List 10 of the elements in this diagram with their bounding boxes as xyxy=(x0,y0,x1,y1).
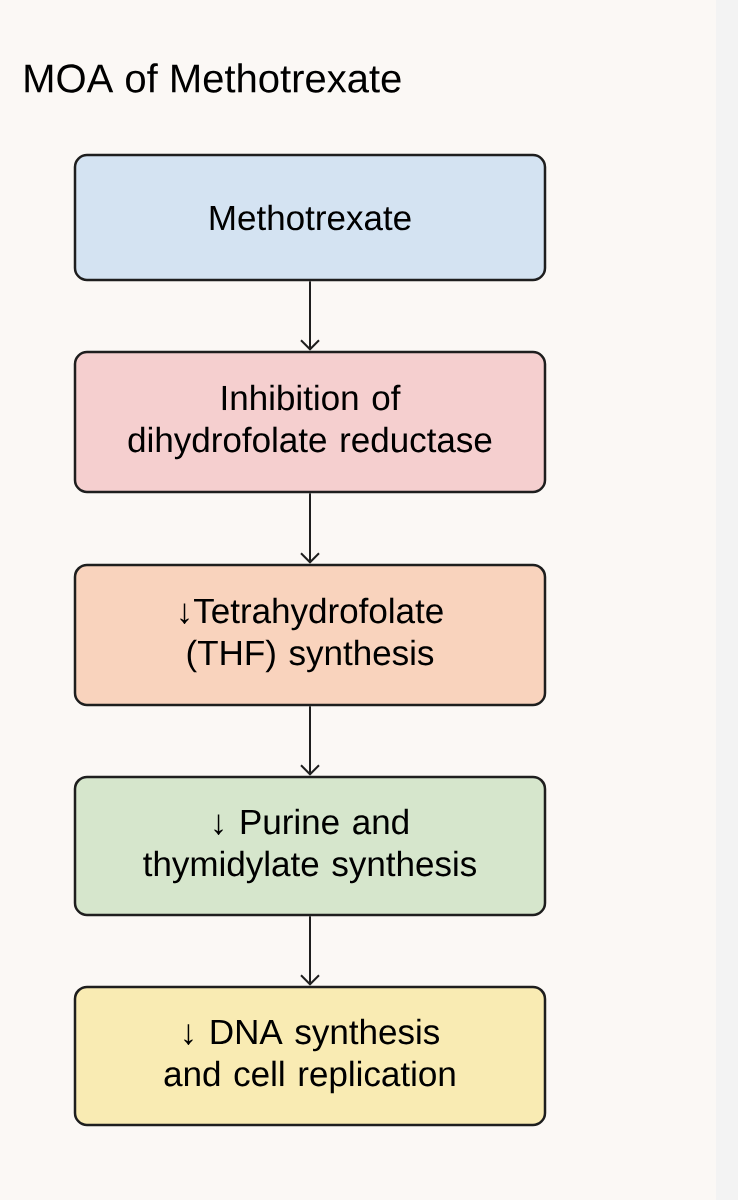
process-box: Inhibition of dihydrofolate reductase xyxy=(73,350,547,494)
arrow xyxy=(300,280,320,351)
process-box: ↓ Purine and thymidylate synthesis xyxy=(73,775,547,917)
arrow xyxy=(300,915,320,986)
process-box: ↓Tetrahydrofolate (THF) synthesis xyxy=(73,563,547,707)
process-box: ↓ DNA synthesis and cell replication xyxy=(73,985,547,1127)
process-box: Methotrexate xyxy=(73,153,547,282)
arrow xyxy=(300,492,320,564)
title: MOA of Methotrexate xyxy=(25,63,401,93)
arrow xyxy=(300,705,320,776)
